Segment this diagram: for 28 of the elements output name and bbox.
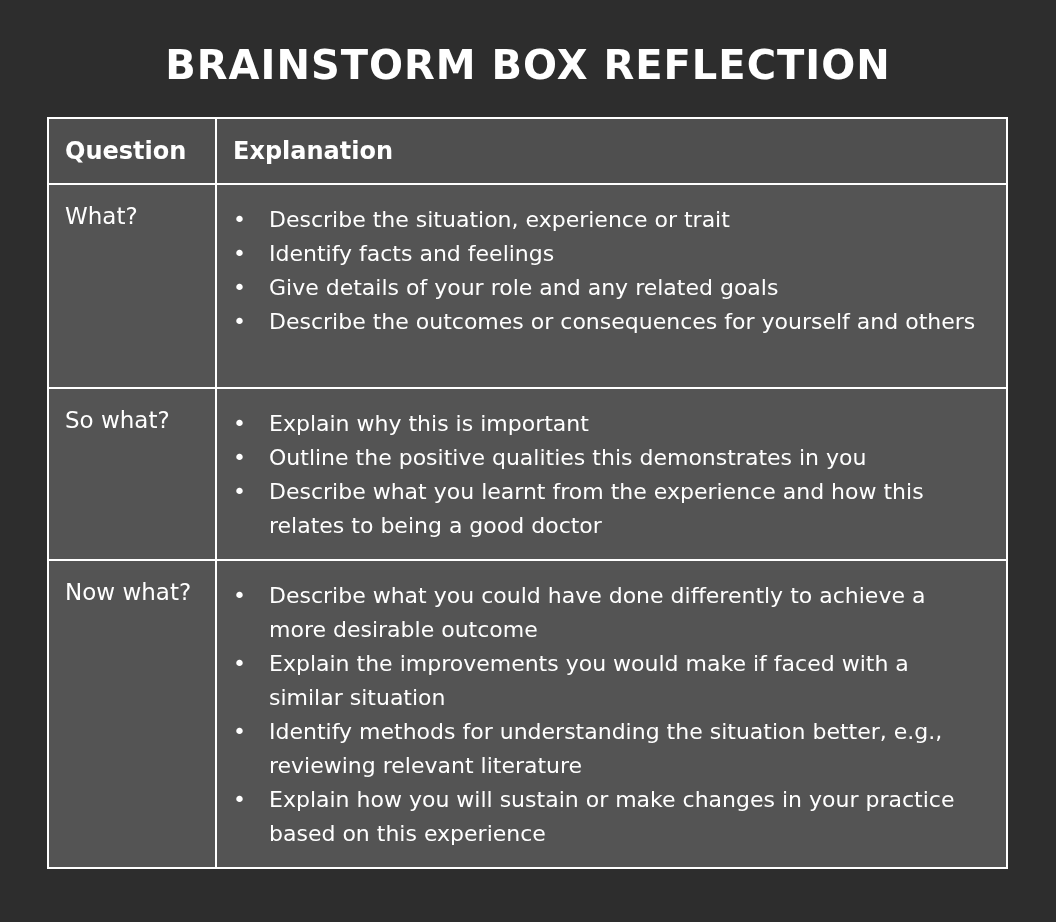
column-header: Explanation <box>233 137 394 165</box>
bullet-marker: • <box>233 240 247 268</box>
row-header: So what? <box>65 407 170 433</box>
title: BRAINSTORM BOX REFLECTION <box>165 42 891 88</box>
bullet-marker: • <box>233 478 247 506</box>
list-item-text: Outline the positive qualities this demonstrates in you <box>269 444 868 472</box>
bullet-marker: • <box>233 650 247 678</box>
list-item-text: Explain why this is important <box>269 410 590 438</box>
bullet-marker: • <box>233 582 247 610</box>
bullet-marker: • <box>233 410 247 438</box>
list-item-text: Give details of your role and any related goals <box>269 274 780 302</box>
list-item-text: Explain the improvements you would make if faced with a similar situation <box>269 650 910 712</box>
row-header: Now what? <box>65 579 192 605</box>
list-item-text: Describe the situation, experience or trait <box>269 206 731 234</box>
bullet-marker: • <box>233 444 247 472</box>
list-item-text: Explain how you will sustain or make changes in your practice based on this experience <box>269 786 956 848</box>
bullet-marker: • <box>233 206 247 234</box>
list-item-text: Describe what you learnt from the experience and how this relates to being a good doctor <box>269 478 925 540</box>
list-item-text: Describe the outcomes or consequences for yourself and others <box>269 308 977 336</box>
row-header: What? <box>65 203 138 229</box>
list-item-text: Describe what you could have done differently to achieve a more desirable outcome <box>269 582 927 644</box>
list-item-text: Identify facts and feelings <box>269 240 556 268</box>
bullet-marker: • <box>233 786 247 814</box>
column-header: Question <box>65 137 187 165</box>
list-item-text: Identify methods for understanding the situation better, e.g., reviewing relevant literature <box>269 718 944 780</box>
bullet-marker: • <box>233 308 247 336</box>
bullet-marker: • <box>233 718 247 746</box>
bullet-marker: • <box>233 274 247 302</box>
